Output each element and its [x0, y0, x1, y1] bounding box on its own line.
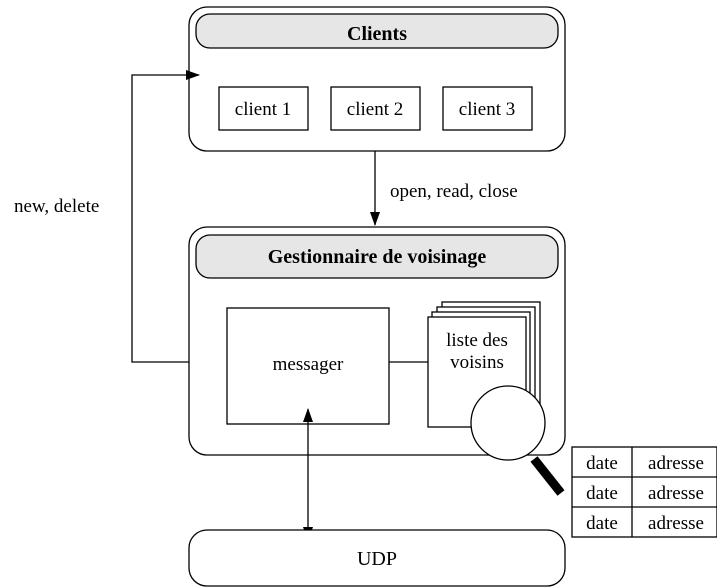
liste-label-line2: voisins	[450, 352, 504, 373]
client-1-label: client 1	[235, 99, 291, 120]
table-row-3-date: date	[586, 513, 618, 534]
client-2-label: client 2	[347, 99, 403, 120]
gestionnaire-title: Gestionnaire de voisinage	[268, 246, 487, 268]
messager-label: messager	[273, 354, 344, 375]
magnifier-icon	[470, 385, 565, 496]
table-row-1-adresse: adresse	[648, 453, 704, 474]
table-row-1-date: date	[586, 453, 618, 474]
udp-box: UDP	[188, 529, 566, 587]
client-3-label: client 3	[459, 99, 515, 120]
gestionnaire-box: Gestionnaire de voisinage messager liste…	[188, 226, 566, 456]
table-row-3-adresse: adresse	[648, 513, 704, 534]
udp-label: UDP	[357, 548, 397, 570]
neighbors-table: date adresse date adresse date adresse	[571, 446, 717, 538]
gestionnaire-title-bar	[195, 234, 559, 279]
table-row-2-date: date	[586, 483, 618, 504]
client-3-box	[442, 86, 533, 131]
open-read-close-label: open, read, close	[390, 181, 518, 202]
clients-title-bar	[195, 13, 559, 49]
liste-label-line1: liste des	[446, 330, 508, 351]
new-delete-arrow	[131, 70, 227, 363]
client-1-box	[218, 86, 309, 131]
new-delete-label: new, delete	[14, 196, 99, 217]
clients-box: Clients client 1 client 2 client 3	[188, 6, 566, 152]
clients-title: Clients	[347, 23, 407, 45]
client-2-box	[330, 86, 421, 131]
messager-box	[226, 307, 390, 425]
table-row-2-adresse: adresse	[648, 483, 704, 504]
